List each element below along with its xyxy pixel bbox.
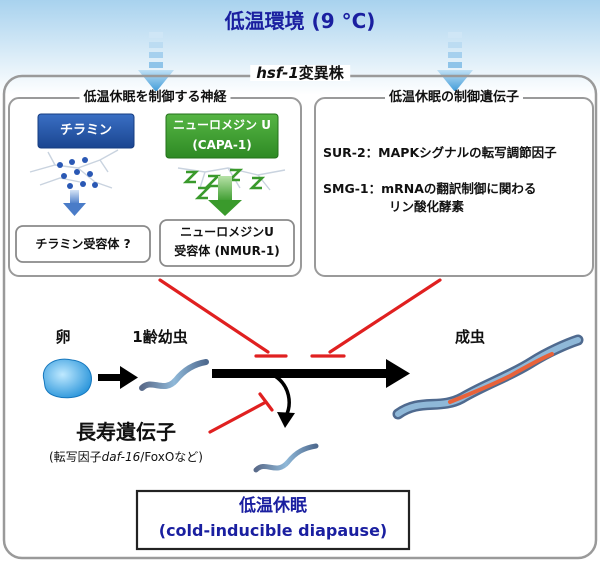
diapause-subtitle: (cold-inducible diapause) [158, 521, 388, 540]
neuromedin-box [165, 113, 279, 159]
note-gene: daf-16 [101, 450, 141, 464]
neuromedin-sublabel: (CAPA-1) [192, 138, 252, 152]
inhibition-from-genes [310, 278, 442, 358]
development-arrow [212, 359, 410, 388]
gene-item-sur2: SUR-2：MAPKシグナルの転写調節因子 [323, 145, 557, 160]
larva-worm-icon [139, 359, 209, 391]
gene-desc: ：mRNAの翻訳制御に関わる [368, 181, 537, 196]
tyramine-down-arrow [63, 190, 86, 216]
longevity-genes-label: 長寿遺伝子 [76, 420, 176, 444]
adult-label: 成虫 [454, 328, 486, 346]
larva-label: 1齢幼虫 [132, 328, 188, 346]
mutant-gene: hsf-1 [256, 64, 299, 82]
diapause-outcome-box [135, 489, 411, 551]
tyramine-label: チラミン [59, 123, 113, 138]
egg-icon [42, 358, 92, 399]
diapause-worm-icon [253, 443, 319, 473]
tyramine-molecules-icon [57, 157, 98, 189]
adult-worm-icon [392, 334, 584, 420]
inhibition-from-neurons [158, 278, 288, 358]
tyramine-receptor-box [15, 225, 151, 263]
gene-name: SUR-2 [323, 145, 366, 160]
mutant-label: hsf-1変異株 [250, 65, 350, 81]
neuropeptide-icon [182, 168, 266, 200]
gene-item-smg1: SMG-1：mRNAの翻訳制御に関わる [323, 181, 537, 196]
gene-desc: ：MAPKシグナルの転写調節因子 [365, 145, 557, 160]
gene-name: SMG-1 [323, 181, 369, 196]
egg-label: 卵 [55, 328, 71, 346]
longevity-genes-note: (転写因子daf-16/FoxOなど) [49, 451, 203, 463]
note-prefix: (転写因子 [48, 450, 102, 464]
diapause-branch-arrow [273, 374, 295, 428]
neuromedin-receptor-sublabel: 受容体 (NMUR-1) [174, 244, 280, 258]
neuromedin-down-arrow [208, 176, 242, 216]
inhibition-from-longevity-genes [208, 392, 274, 434]
mutant-suffix: 変異株 [298, 64, 344, 82]
cold-environment-label: 低温環境 (9 °C) [224, 9, 376, 33]
egg-to-larva-arrow [98, 366, 138, 389]
gene-desc-continued: リン酸化酵素 [389, 199, 465, 214]
tyramine-receptor-label: チラミン受容体 ? [35, 237, 131, 251]
left-panel-title: 低温休眠を制御する神経 [79, 91, 231, 104]
right-panel-title: 低温休眠の制御遺伝子 [384, 91, 524, 104]
neuromedin-receptor-label: ニューロメジンU [180, 225, 274, 239]
tyramine-box [37, 113, 135, 149]
neuromedin-receptor-box [159, 219, 295, 267]
diapause-title: 低温休眠 [239, 496, 307, 516]
neuromedin-label: ニューロメジン U [173, 118, 271, 132]
note-suffix: /FoxOなど) [140, 450, 204, 464]
